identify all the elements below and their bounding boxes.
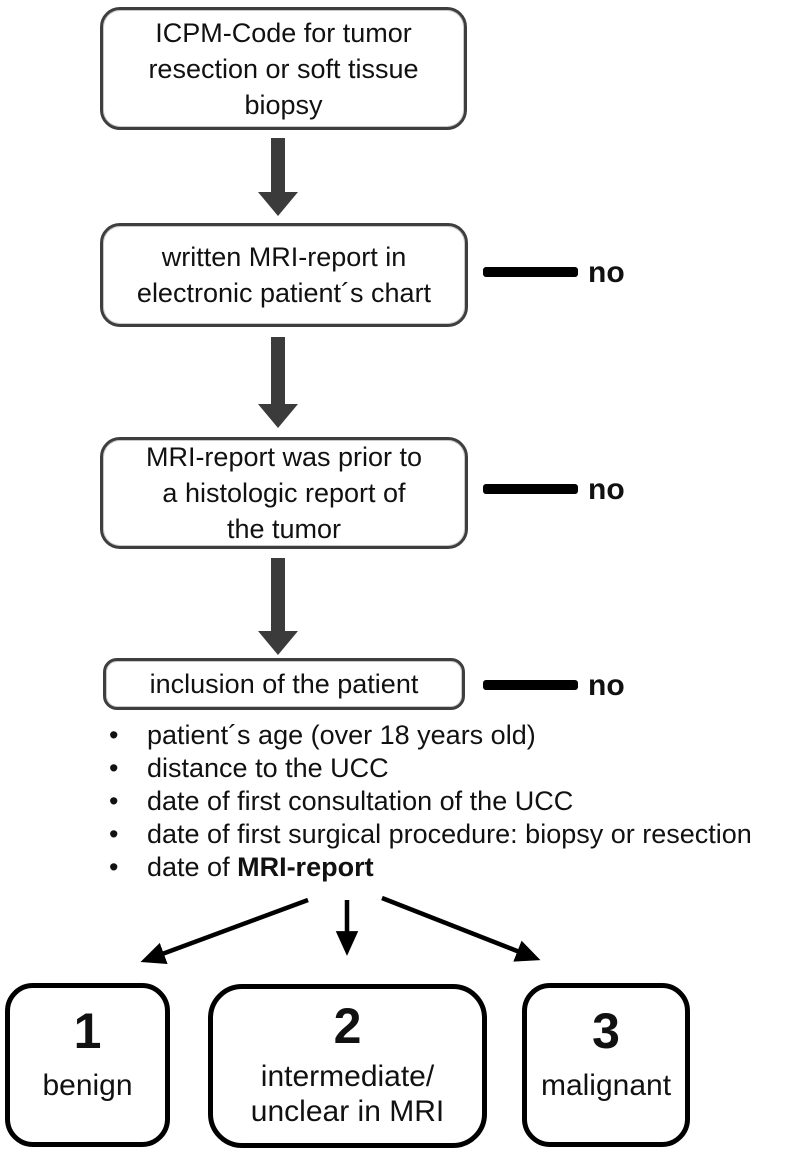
- outcome-box-benign: 1 benign: [5, 983, 170, 1147]
- flow-box-line: inclusion of the patient: [149, 669, 419, 699]
- criteria-item: • distance to the UCC: [109, 752, 779, 785]
- arrow-head: [258, 192, 298, 216]
- outcome-label-line: unclear in MRI: [250, 1095, 445, 1128]
- no-label: no: [588, 256, 625, 289]
- criteria-text: date of first consultation of the UCC: [147, 786, 574, 816]
- criteria-text: distance to the UCC: [147, 753, 389, 783]
- flow-box-inclusion: inclusion of the patient: [103, 658, 465, 710]
- flow-box-line: biopsy: [244, 89, 323, 120]
- outcome-label: malignant: [540, 1069, 672, 1102]
- outcome-number: 3: [592, 1003, 620, 1059]
- bullet-icon: •: [109, 819, 119, 849]
- outcome-label: benign: [42, 1069, 133, 1102]
- flow-box-written-mri-report: written MRI-report in electronic patient…: [100, 223, 468, 327]
- flow-box-text: written MRI-report in electronic patient…: [137, 239, 431, 311]
- flow-box-line: ICPM-Code for tumor: [155, 17, 412, 48]
- flow-box-text: inclusion of the patient: [150, 666, 419, 702]
- inclusion-criteria-list: • patient´s age (over 18 years old) • di…: [109, 719, 779, 884]
- bullet-icon: •: [109, 753, 119, 783]
- arrow-shaft: [271, 337, 285, 406]
- criteria-text: date of: [147, 852, 238, 882]
- no-label: no: [588, 669, 625, 702]
- bullet-icon: •: [109, 852, 119, 882]
- fan-arrow-right: [381, 895, 541, 962]
- flow-box-line: written MRI-report in: [161, 242, 407, 272]
- criteria-text: date of first surgical procedure: biopsy…: [147, 819, 752, 849]
- outcome-number: 1: [73, 1003, 102, 1059]
- down-arrow: [258, 138, 298, 216]
- bullet-icon: •: [109, 786, 119, 816]
- criteria-text-bold: MRI-report: [237, 852, 374, 882]
- criteria-text: patient´s age (over 18 years old): [147, 720, 536, 750]
- flow-box-text: MRI-report was prior to a histologic rep…: [146, 439, 422, 547]
- bullet-icon: •: [109, 720, 119, 750]
- flow-box-line: MRI-report was prior to: [145, 442, 423, 472]
- criteria-item: • date of MRI-report: [109, 851, 779, 884]
- criteria-item: • date of first consultation of the UCC: [109, 785, 779, 818]
- down-arrow: [258, 337, 298, 428]
- flow-box-text: ICPM-Code for tumor resection or soft ti…: [148, 15, 418, 123]
- flow-box-icpm-code: ICPM-Code for tumor resection or soft ti…: [100, 7, 467, 130]
- criteria-item: • patient´s age (over 18 years old): [109, 719, 779, 752]
- outcome-label: intermediate/ unclear in MRI: [251, 1059, 444, 1129]
- fan-arrows: [140, 895, 541, 964]
- flow-box-line: the tumor: [226, 514, 342, 544]
- arrow-shaft: [271, 558, 285, 633]
- arrow-shaft: [271, 138, 285, 194]
- flow-box-mri-prior-to-histology: MRI-report was prior to a histologic rep…: [100, 437, 468, 549]
- flow-box-line: a histologic report of: [162, 478, 406, 508]
- outcome-label-line: intermediate/: [260, 1060, 435, 1093]
- arrow-head: [258, 631, 298, 655]
- no-connector-bar: [483, 267, 578, 277]
- no-connector-bar: [483, 484, 578, 494]
- outcome-number: 2: [333, 998, 362, 1054]
- outcome-box-malignant: 3 malignant: [522, 983, 690, 1147]
- fan-arrow-left: [140, 897, 309, 964]
- down-arrow: [258, 558, 298, 655]
- arrow-head: [258, 404, 298, 428]
- outcome-box-intermediate: 2 intermediate/ unclear in MRI: [208, 984, 487, 1148]
- flow-box-line: resection or soft tissue: [148, 53, 419, 84]
- no-connector-bar: [483, 680, 578, 690]
- criteria-item: • date of first surgical procedure: biop…: [109, 818, 779, 851]
- flow-box-line: electronic patient´s chart: [136, 278, 432, 308]
- no-label: no: [588, 473, 625, 506]
